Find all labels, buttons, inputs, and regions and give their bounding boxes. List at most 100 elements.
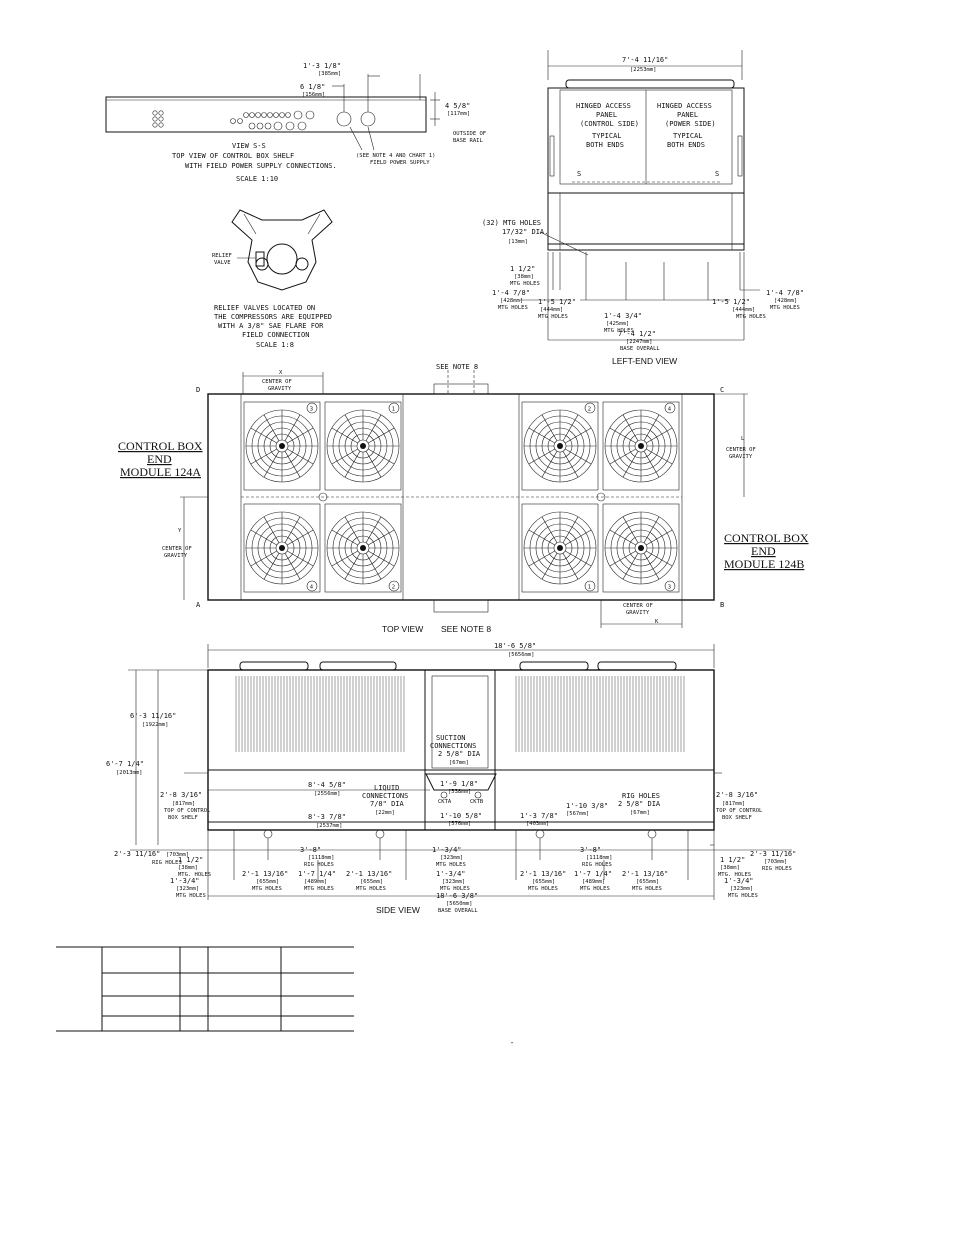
s5-outside-rail-2: BASE RAIL <box>453 138 483 144</box>
sv-h4-left-mm: [703mm] <box>166 852 189 858</box>
tv-cog-k-2: GRAVITY <box>626 610 650 616</box>
sv-e2-center-mm: [323mm] <box>440 855 463 861</box>
le-panel-left-5: BOTH ENDS <box>586 141 624 149</box>
fan: 3 <box>602 503 680 593</box>
compressor-desc-3: WITH A 3/8" SAE FLARE FOR <box>218 322 324 330</box>
sv-b3-right: 2'-1 13/16" <box>622 870 668 878</box>
s5-dim-top: 1'-3 1/8" <box>303 62 341 70</box>
sv-liquid-4: [22mm] <box>375 810 395 816</box>
sv-base: 18'-6 3/8" <box>436 892 478 900</box>
le-d1-mm: [38mm] <box>514 274 534 280</box>
sv-overall: 18'-6 5/8" <box>494 642 536 650</box>
compressor-detail: RELIEF VALVE RELIEF VALVES LOCATED ON TH… <box>212 209 333 349</box>
sv-suction-3: 2 5/8" DIA <box>438 750 481 758</box>
fan-number-badge <box>306 402 318 414</box>
sv-b1-right-lbl: MTG HOLES <box>528 886 558 892</box>
sv-h3-right-mm: [817mm] <box>722 801 745 807</box>
sv-h4-left-lbl: RIG HOLES <box>152 860 182 866</box>
le-panel-right-3: (POWER SIDE) <box>665 120 716 128</box>
le-section-right: S <box>715 170 719 178</box>
le-d5-lbl: MTG HOLES <box>736 314 766 320</box>
sv-b3-right-mm: [655mm] <box>636 879 659 885</box>
le-d4-mm: [425mm] <box>606 321 629 327</box>
sv-e2-center: 1'-3/4" <box>432 846 462 854</box>
sv-dc1-mm: [538mm] <box>448 789 471 795</box>
sv-dc1: 1'-9 1/8" <box>440 780 478 788</box>
le-d6: 1'-4 7/8" <box>766 289 804 297</box>
le-panel-left-1: HINGED ACCESS <box>576 102 631 110</box>
le-caption: LEFT-END VIEW <box>612 356 677 366</box>
fan: 2 <box>521 401 599 491</box>
fan: 4 <box>602 401 680 491</box>
compressor-desc-2: THE COMPRESSORS ARE EQUIPPED <box>214 313 332 321</box>
s5-dim-mid: 6 1/8" <box>300 83 325 91</box>
le-d6-mm: [428mm] <box>774 298 797 304</box>
sv-h3-left-mm: [817mm] <box>172 801 195 807</box>
sv-base-lbl: BASE OVERALL <box>438 908 478 914</box>
fan: 4 <box>243 503 321 593</box>
sv-e2-left-lbl: MTG HOLES <box>176 893 206 899</box>
tv-see-note-top: SEE NOTE 8 <box>436 363 478 371</box>
tv-x-label: X <box>279 370 283 376</box>
s5-dim-right-mm: [117mm] <box>447 111 470 117</box>
sv-b2-right-mm: [489mm] <box>582 879 605 885</box>
sv-h3-left-lbl-1: TOP OF CONTROL <box>164 808 211 814</box>
le-section-left: S <box>577 170 581 178</box>
le-panel-right-4: TYPICAL <box>673 132 703 140</box>
sv-e2-right-mm: [323mm] <box>730 886 753 892</box>
tv-module-a-3: MODULE 124A <box>120 465 201 479</box>
fan-number: 1 <box>392 407 395 413</box>
sv-h4-right-lbl: RIG HOLES <box>762 866 792 872</box>
tv-cog-k-1: CENTER OF <box>623 603 653 609</box>
sv-dc3-mm: [567mm] <box>566 811 589 817</box>
fan: 1 <box>521 503 599 593</box>
tv-cog-l-1: CENTER OF <box>726 447 756 453</box>
sv-e2-left-mm: [323mm] <box>176 886 199 892</box>
view-s-s: 1'-3 1/8" [385mm] 6 1/8" [156mm] 4 5/8" … <box>105 62 486 183</box>
tv-module-b-1: CONTROL BOX <box>724 531 809 545</box>
le-base-lbl: BASE OVERALL <box>620 346 660 352</box>
s5-title: VIEW S-S <box>232 142 266 150</box>
sv-e1-right-mm: [38mm] <box>720 865 740 871</box>
s5-dim-right: 4 5/8" <box>445 102 470 110</box>
le-d1-lbl: MTG HOLES <box>510 281 540 287</box>
le-width-mm: [2253mm] <box>630 67 657 73</box>
sv-b2-right-lbl: MTG HOLES <box>580 886 610 892</box>
relief-label-1: RELIEF <box>212 253 232 259</box>
sv-h4-right: 2'-3 11/16" <box>750 850 796 858</box>
s5-note-2: FIELD POWER SUPPLY <box>370 160 430 166</box>
sv-b2-left: 1'-7 1/4" <box>298 870 336 878</box>
sv-e2-right: 1'-3/4" <box>724 877 754 885</box>
le-d1: 1 1/2" <box>510 265 535 273</box>
sv-dc4: 1'-3 7/8" <box>520 812 558 820</box>
sv-rh-left: 3'-8" <box>300 846 321 854</box>
le-panel-left-4: TYPICAL <box>592 132 622 140</box>
s5-desc-2: WITH FIELD POWER SUPPLY CONNECTIONS. <box>185 162 337 170</box>
sv-rh-right-mm: [1118mm] <box>586 855 613 861</box>
relief-label-2: VALVE <box>214 260 231 266</box>
sv-b1-left: 2'-1 13/16" <box>242 870 288 878</box>
tv-l-label: L <box>741 436 745 442</box>
fan-number: 2 <box>588 407 591 413</box>
sv-dl1-mm: [2556mm] <box>314 791 341 797</box>
sv-rh-right: 3'-8" <box>580 846 601 854</box>
le-d3-mm: [444mm] <box>540 307 563 313</box>
le-d3-lbl: MTG HOLES <box>538 314 568 320</box>
sv-h3-left-lbl-2: BOX SHELF <box>168 815 198 821</box>
fan: 2 <box>324 503 402 593</box>
fan: 1 <box>324 401 402 491</box>
sv-b1-left-mm: [655mm] <box>256 879 279 885</box>
tv-corner-b: B <box>720 601 724 609</box>
sv-h3-right: 2'-8 3/16" <box>716 791 758 799</box>
le-d2: 1'-4 7/8" <box>492 289 530 297</box>
sv-h4-left: 2'-3 11/16" <box>114 850 160 858</box>
sv-e1-right: 1 1/2" <box>720 856 745 864</box>
sv-dc4-mm: [403mm] <box>526 821 549 827</box>
sv-b1-right-mm: [655mm] <box>532 879 555 885</box>
sv-liquid-2: CONNECTIONS <box>362 792 408 800</box>
fan-number-badge <box>664 402 676 414</box>
le-mtg-holes-1: (32) MTG HOLES <box>482 219 541 227</box>
tv-corner-a: A <box>196 601 201 609</box>
sv-liquid-1: LIQUID <box>374 784 399 792</box>
le-d2-mm: [428mm] <box>500 298 523 304</box>
